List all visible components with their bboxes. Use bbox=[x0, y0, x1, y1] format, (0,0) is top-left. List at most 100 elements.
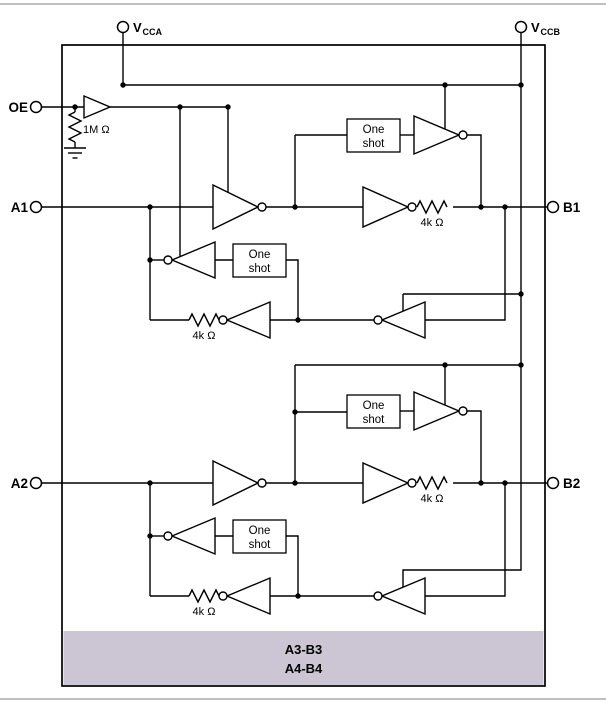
vcca-terminal bbox=[116, 20, 130, 34]
ch2-reverse-receiver bbox=[380, 576, 426, 616]
b2-driver bbox=[362, 461, 410, 505]
ch1-oneshot-input-wire bbox=[294, 134, 347, 207]
b1-driver bbox=[362, 185, 410, 229]
ch1-b-oneshot-box bbox=[346, 118, 401, 153]
ch2-reverse-receiver-bubble bbox=[373, 591, 383, 601]
ch2-reverse-tap-wire bbox=[425, 483, 506, 597]
b1-series-resistor bbox=[416, 199, 448, 215]
channel-2: 4k Ω 4k Ω One shot One shot bbox=[41, 365, 548, 618]
ch2-speedup-output-wire bbox=[467, 410, 482, 483]
junction-dot bbox=[442, 82, 448, 88]
b2-terminal bbox=[546, 476, 560, 490]
junction-dot bbox=[147, 257, 153, 263]
pulldown-resistor-label: 1M Ω bbox=[83, 124, 110, 136]
ch2-a-speedup-driver bbox=[170, 516, 216, 556]
junction-dot bbox=[292, 409, 298, 415]
vccb-label-sub: CCB bbox=[541, 27, 561, 37]
junction-dot bbox=[147, 533, 153, 539]
junction-dot bbox=[295, 593, 301, 599]
ch1-reverse-driver-bubble bbox=[218, 315, 228, 325]
a2-label: A2 bbox=[11, 476, 28, 491]
junction-dot bbox=[442, 362, 448, 368]
ch1-b-oneshot-line1: One bbox=[363, 124, 385, 136]
ground-symbol bbox=[64, 147, 86, 159]
b1-label: B1 bbox=[563, 200, 581, 215]
ch2-oneshot-input-wire bbox=[294, 365, 347, 483]
ch1-b-oneshot-line2: shot bbox=[363, 138, 386, 150]
b1-driver-bubble bbox=[407, 202, 417, 212]
junction-dot bbox=[147, 204, 153, 210]
b1-terminal bbox=[546, 200, 560, 214]
ch2-reverse-driver bbox=[225, 576, 271, 616]
channel-1: 4k Ω 4k Ω One shot One shot bbox=[41, 85, 548, 342]
ch2-reverse-driver-bubble bbox=[218, 591, 228, 601]
junction-dot bbox=[225, 104, 231, 110]
ch2-a-oneshot-box bbox=[232, 519, 287, 554]
vcca-label-sub: CCA bbox=[143, 27, 163, 37]
junction-dot bbox=[502, 204, 508, 210]
a2-terminal bbox=[29, 476, 43, 490]
b2-series-resistor bbox=[416, 475, 448, 491]
junction-dot bbox=[72, 104, 78, 110]
footer-row2: A4-B4 bbox=[285, 661, 323, 676]
junction-dot bbox=[177, 104, 183, 110]
junction-dot bbox=[292, 480, 298, 486]
ch1-a-oneshot-box bbox=[232, 243, 287, 278]
a1-label: A1 bbox=[11, 200, 29, 215]
ch2-reverse-resistor bbox=[188, 588, 220, 604]
ch2-b-oneshot-line1: One bbox=[363, 400, 385, 412]
terminals: V CCA V CCB OE A1 A2 B1 B2 bbox=[8, 20, 580, 491]
footer-band: A3-B3 A4-B4 bbox=[63, 631, 544, 685]
vccb-rail bbox=[402, 32, 522, 587]
footer-band-rect bbox=[63, 631, 544, 685]
a1-terminal bbox=[29, 200, 43, 214]
junction-dot bbox=[478, 204, 484, 210]
b2-series-resistor-label: 4k Ω bbox=[421, 493, 444, 505]
ch2-a-oneshot-line2: shot bbox=[249, 539, 272, 551]
oe-terminal bbox=[29, 100, 43, 114]
vcca-label: V bbox=[133, 20, 142, 35]
a1-driver bbox=[212, 183, 260, 231]
ch2-a-oneshot-line1: One bbox=[249, 525, 271, 537]
ch1-a-speedup-bubble bbox=[163, 255, 173, 265]
vccb-terminal bbox=[514, 20, 528, 34]
ch2-b-speedup-bubble bbox=[458, 406, 468, 416]
junction-dot bbox=[518, 362, 524, 368]
ch1-a-oneshot-line1: One bbox=[249, 249, 271, 261]
ch2-a-speedup-bubble bbox=[163, 531, 173, 541]
ch1-reverse-receiver-bubble bbox=[373, 315, 383, 325]
footer-row1: A3-B3 bbox=[285, 642, 323, 657]
ch1-b-speedup-bubble bbox=[458, 130, 468, 140]
ch2-mid-oneshot-input-wire bbox=[286, 535, 299, 596]
a1-driver-bubble bbox=[257, 202, 267, 212]
ch1-b-speedup-driver bbox=[413, 114, 461, 156]
oe-circuit: 1M Ω bbox=[41, 94, 229, 257]
junction-dot bbox=[502, 480, 508, 486]
ic-outline bbox=[61, 44, 546, 687]
junction-dot bbox=[478, 480, 484, 486]
ch2-b-speedup-driver bbox=[413, 390, 461, 432]
junction-dot bbox=[147, 480, 153, 486]
a2-driver bbox=[212, 459, 260, 507]
ch2-b-oneshot-box bbox=[346, 394, 401, 429]
junction-dot bbox=[120, 82, 126, 88]
pulldown-resistor bbox=[67, 111, 83, 143]
ch1-speedup-output-wire bbox=[467, 134, 482, 207]
oe-buffer bbox=[83, 94, 112, 120]
supply-rails bbox=[122, 32, 522, 587]
ch1-reverse-driver bbox=[225, 300, 271, 340]
a2-driver-bubble bbox=[257, 478, 267, 488]
b1-series-resistor-label: 4k Ω bbox=[421, 217, 444, 229]
oe-label: OE bbox=[8, 100, 28, 115]
b2-driver-bubble bbox=[407, 478, 417, 488]
ch1-reverse-receiver bbox=[380, 300, 426, 340]
vccb-label: V bbox=[531, 20, 540, 35]
ch2-reverse-resistor-label: 4k Ω bbox=[193, 606, 216, 618]
ch1-a-oneshot-line2: shot bbox=[249, 263, 272, 275]
ch1-reverse-resistor-label: 4k Ω bbox=[193, 330, 216, 342]
ch2-b-oneshot-line2: shot bbox=[363, 414, 386, 426]
b2-label: B2 bbox=[563, 476, 580, 491]
ch1-mid-oneshot-input-wire bbox=[286, 259, 299, 320]
